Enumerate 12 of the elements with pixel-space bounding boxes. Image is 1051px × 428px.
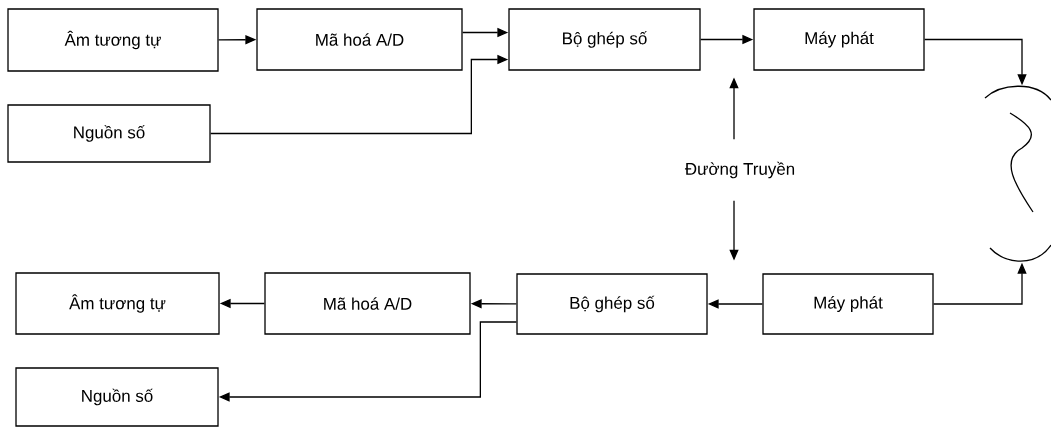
process-box: Bộ ghép số	[516, 273, 708, 335]
bus-label: Đường Truyền	[684, 161, 795, 179]
channel-drawing	[984, 85, 1051, 262]
process-box: Mã hoá A/D	[256, 8, 463, 71]
process-box: Nguồn số	[7, 104, 211, 163]
process-box: Máy phát	[762, 273, 934, 335]
process-box: Âm tương tự	[15, 272, 220, 335]
process-box: Âm tương tự	[7, 8, 219, 72]
process-box: Bộ ghép số	[508, 8, 701, 71]
process-box: Máy phát	[753, 8, 925, 71]
process-box: Mã hoá A/D	[264, 272, 471, 335]
process-box: Nguồn số	[15, 367, 219, 427]
